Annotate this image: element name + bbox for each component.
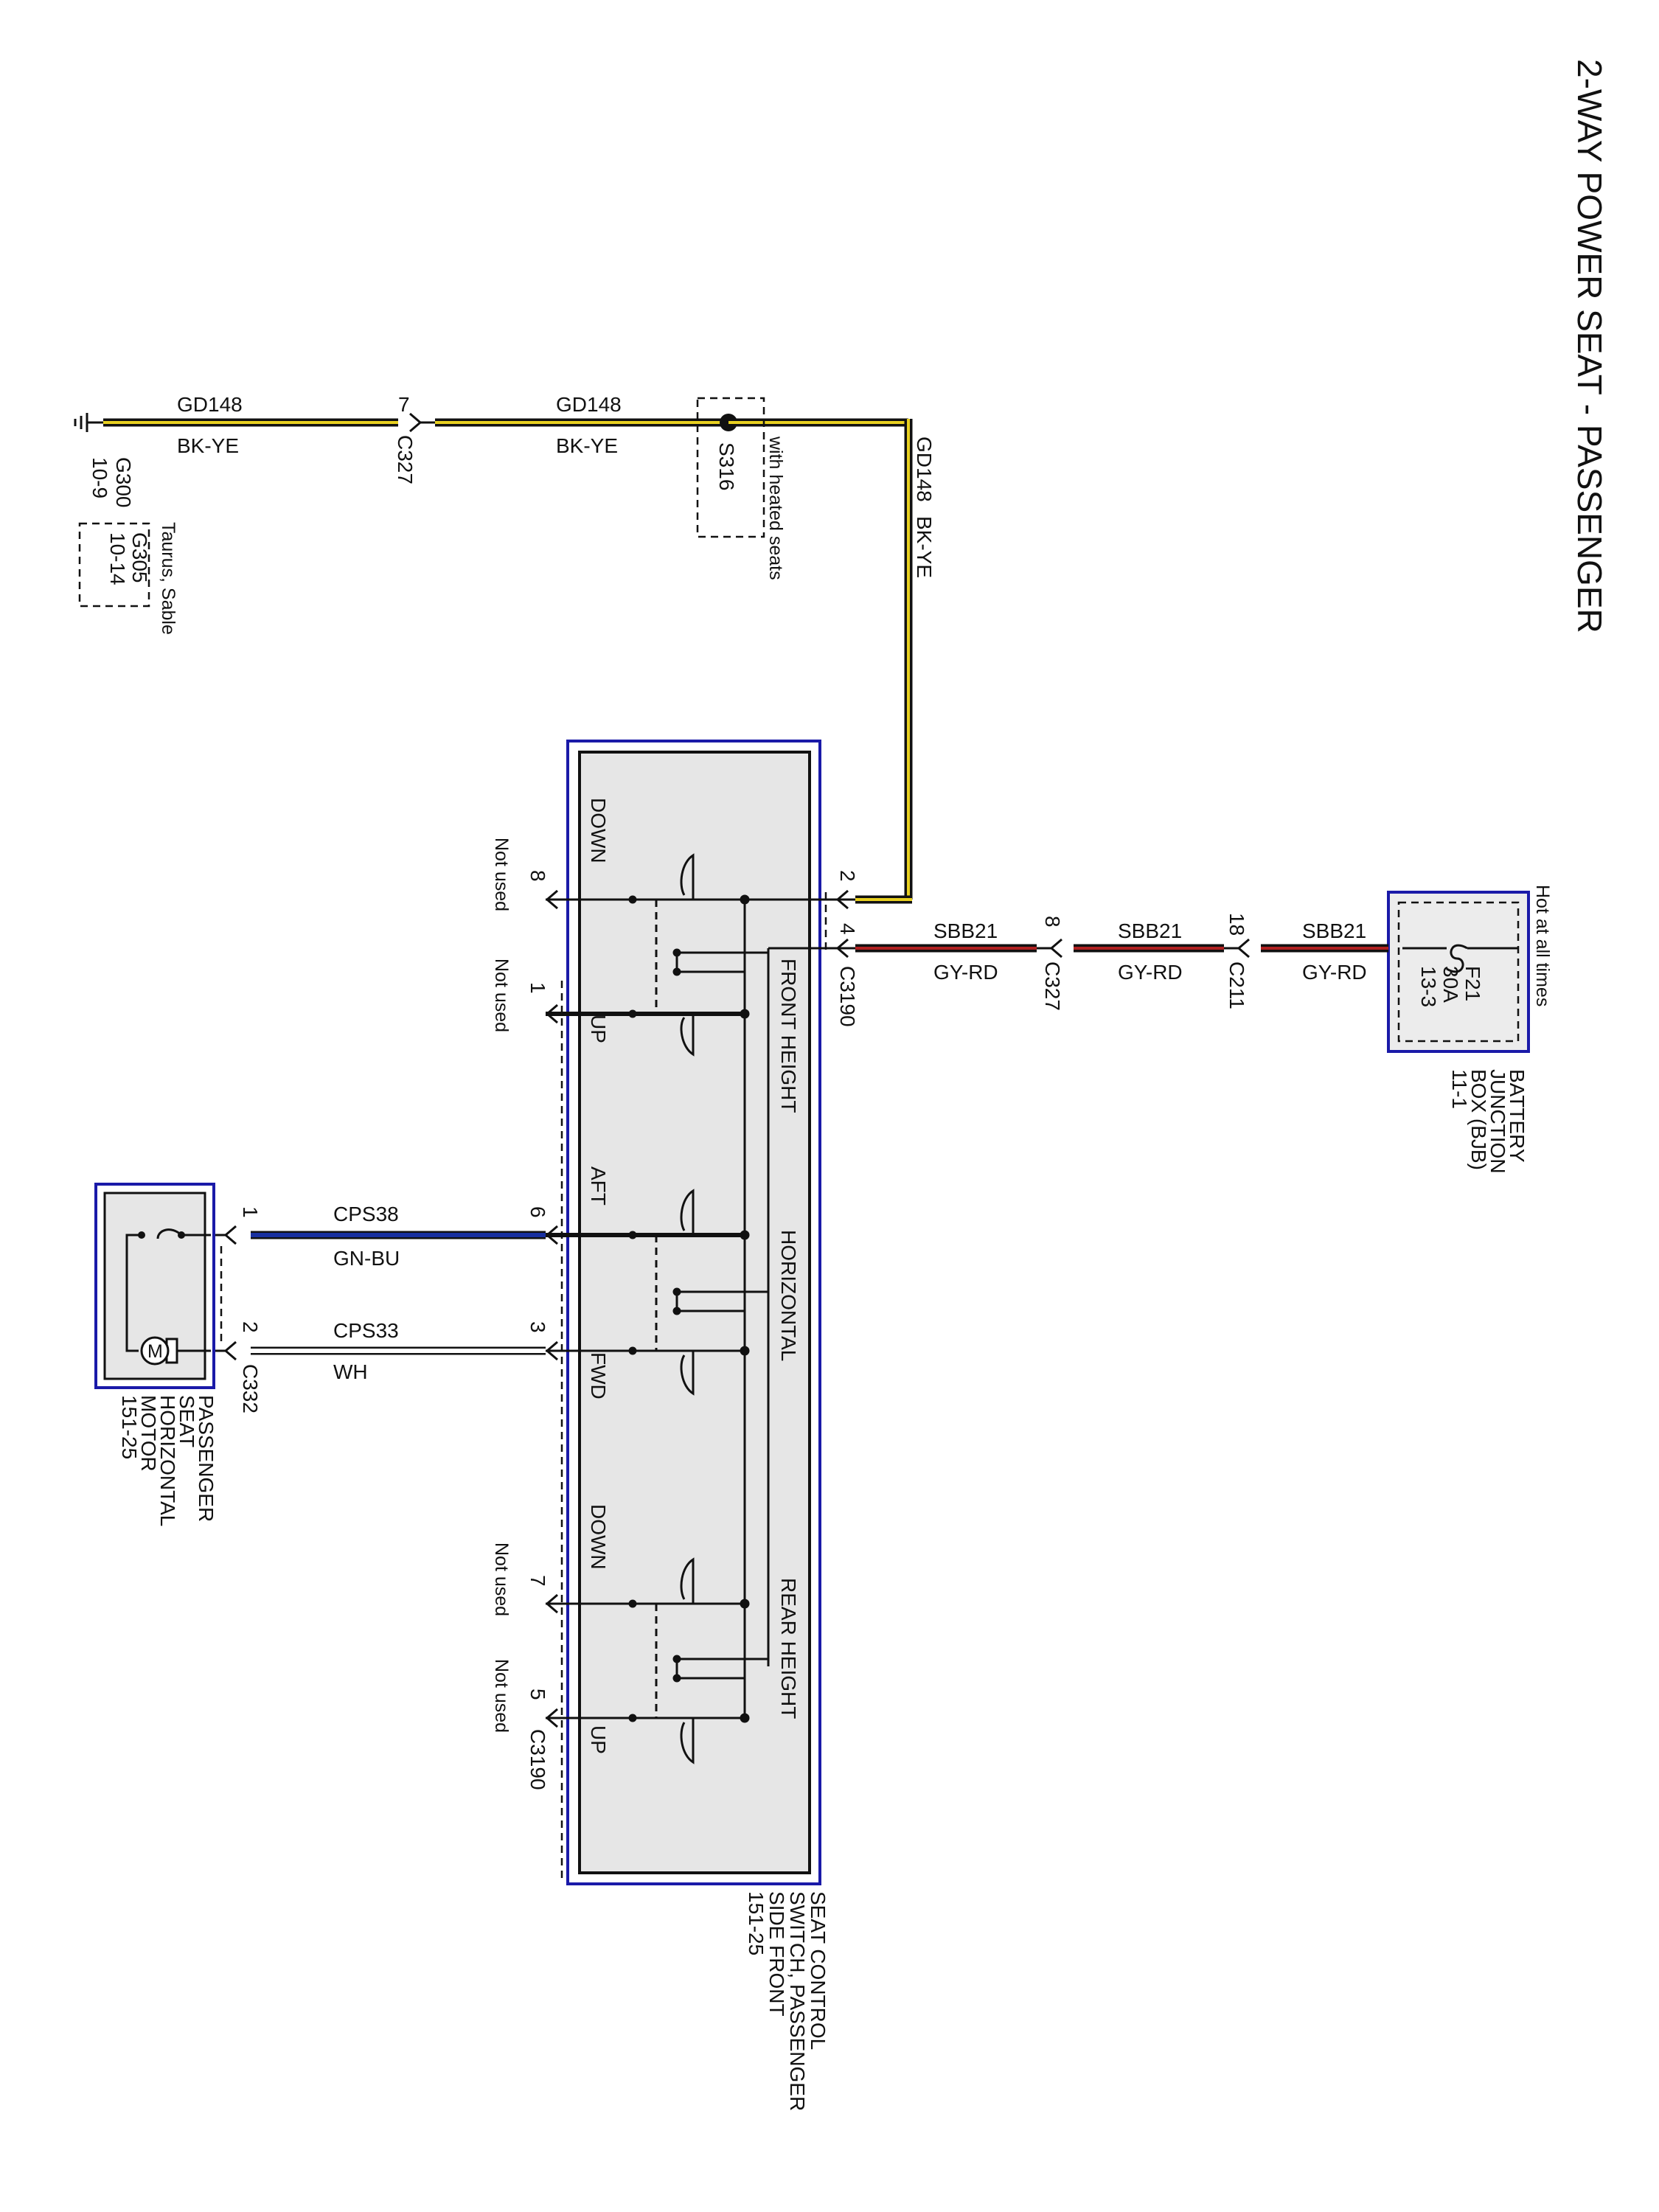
bjb-name-4: 11-1 bbox=[1448, 1069, 1471, 1109]
not-used-pin-7: Not used bbox=[491, 1543, 512, 1616]
motor-name-1: PASSENGER bbox=[195, 1395, 218, 1522]
bjb-name-3: BOX (BJB) bbox=[1467, 1069, 1490, 1170]
not-used-pin-5: Not used bbox=[491, 1659, 512, 1733]
wire-color-bk-ye-vertical: BK-YE bbox=[913, 516, 936, 578]
switch-horizontal bbox=[546, 1189, 768, 1396]
wire-label-gd148-vertical: GD148 bbox=[913, 437, 936, 502]
motor-circuit bbox=[94, 1183, 546, 1389]
wire-color-gy-rd-3: GY-RD bbox=[933, 961, 998, 984]
motor-symbol-letter: M bbox=[147, 1341, 163, 1362]
wire-label-sbb21-1: SBB21 bbox=[1302, 919, 1366, 942]
switch-name-3: SIDE FRONT bbox=[765, 1891, 788, 2017]
not-used-pin-1: Not used bbox=[491, 959, 512, 1032]
motor-name-4: MOTOR bbox=[137, 1395, 160, 1472]
ground-g305-label: G305 bbox=[128, 532, 151, 583]
switch-rear-height bbox=[546, 1557, 768, 1764]
motor-name-5: 151-25 bbox=[118, 1395, 141, 1459]
switch-name-4: 151-25 bbox=[745, 1891, 768, 1955]
ground-g300-ref: 10-9 bbox=[88, 457, 111, 498]
connector-c211-icon bbox=[1224, 938, 1250, 959]
connector-label-c3190-top: C3190 bbox=[836, 966, 859, 1027]
connector-c327-power-icon bbox=[1037, 938, 1062, 959]
connector-c327-ground-icon bbox=[409, 412, 435, 433]
switch-position-fwd: FWD bbox=[587, 1352, 610, 1399]
connector-label-c332: C332 bbox=[239, 1364, 262, 1413]
switch-section-front-height: FRONT HEIGHT bbox=[777, 959, 800, 1113]
seat-control-switch bbox=[545, 740, 855, 1885]
wire-color-gn-bu: GN-BU bbox=[333, 1247, 400, 1270]
not-used-pin-8: Not used bbox=[491, 838, 512, 911]
wire-label-gd148-2: GD148 bbox=[556, 393, 622, 416]
wire-label-sbb21-3: SBB21 bbox=[933, 919, 998, 942]
splice-s316-label: S316 bbox=[715, 442, 738, 490]
fuse-f21-ref: 13-3 bbox=[1417, 966, 1440, 1007]
motor-name-3: HORIZONTAL bbox=[156, 1395, 179, 1526]
switch-position-aft: AFT bbox=[587, 1166, 610, 1206]
connector-label-c3190-bottom: C3190 bbox=[526, 1729, 549, 1790]
motor-symbol-icon bbox=[140, 1336, 170, 1366]
switch-position-up-front: UP bbox=[587, 1015, 610, 1043]
connector-label-c211: C211 bbox=[1225, 961, 1248, 1009]
wire-label-cps33: CPS33 bbox=[333, 1319, 399, 1342]
ground-g305-note: Taurus, Sable bbox=[158, 522, 178, 635]
pin-c211: 18 bbox=[1225, 913, 1248, 936]
fuse-f21-amps: 30A bbox=[1439, 966, 1462, 1003]
pin-c3190-4: 4 bbox=[836, 923, 859, 935]
pin-c3190-8: 8 bbox=[526, 870, 549, 882]
switch-position-up-rear: UP bbox=[587, 1725, 610, 1754]
s316-option-box bbox=[696, 397, 765, 538]
wire-label-sbb21-2: SBB21 bbox=[1118, 919, 1182, 942]
wire-color-gy-rd-1: GY-RD bbox=[1302, 961, 1367, 984]
ground-g305-ref: 10-14 bbox=[106, 532, 129, 585]
switch-section-horizontal: HORIZONTAL bbox=[777, 1230, 800, 1361]
fuse-f21-label: F21 bbox=[1461, 966, 1484, 1001]
diagram-title: 2-WAY POWER SEAT - PASSENGER bbox=[1571, 59, 1609, 633]
motor-name-2: SEAT bbox=[175, 1395, 198, 1447]
switch-position-down-front: DOWN bbox=[587, 798, 610, 863]
pin-c3190-2: 2 bbox=[836, 870, 859, 882]
switch-position-down-rear: DOWN bbox=[587, 1504, 610, 1570]
pin-c327-ground: 7 bbox=[398, 393, 410, 416]
bjb-name-2: JUNCTION bbox=[1486, 1069, 1509, 1174]
ground-circuit bbox=[74, 397, 913, 904]
wire-color-bk-ye-2: BK-YE bbox=[556, 434, 618, 457]
pin-c332-1: 1 bbox=[239, 1206, 262, 1218]
pin-c3190-3: 3 bbox=[526, 1321, 549, 1333]
bjb-name-1: BATTERY bbox=[1506, 1069, 1528, 1163]
connector-label-c327-power: C327 bbox=[1041, 961, 1064, 1011]
pin-c3190-5: 5 bbox=[526, 1688, 549, 1700]
wire-color-gy-rd-2: GY-RD bbox=[1118, 961, 1183, 984]
switch-name-1: SEAT CONTROL bbox=[807, 1891, 830, 2050]
switch-name-2: SWITCH, PASSENGER bbox=[786, 1891, 809, 2111]
ground-g300-label: G300 bbox=[112, 457, 135, 508]
switch-section-rear-height: REAR HEIGHT bbox=[777, 1578, 800, 1719]
switch-front-height bbox=[546, 853, 768, 1057]
ground-symbol-icon bbox=[74, 413, 103, 432]
splice-s316-note: with heated seats bbox=[765, 436, 786, 580]
wire-label-cps38: CPS38 bbox=[333, 1203, 399, 1225]
pin-c3190-1: 1 bbox=[526, 982, 549, 994]
pin-c3190-7: 7 bbox=[526, 1575, 549, 1587]
power-note: Hot at all times bbox=[1532, 885, 1553, 1006]
connector-c332-icon bbox=[211, 1225, 237, 1361]
pin-c327-power: 8 bbox=[1041, 916, 1064, 928]
pin-c3190-6: 6 bbox=[526, 1206, 549, 1218]
connector-label-c327-ground: C327 bbox=[394, 435, 417, 484]
wire-color-wh: WH bbox=[333, 1360, 368, 1383]
wire-color-bk-ye-1: BK-YE bbox=[177, 434, 239, 457]
wire-label-gd148-1: GD148 bbox=[177, 393, 243, 416]
power-circuit bbox=[855, 891, 1530, 1053]
pin-c332-2: 2 bbox=[239, 1321, 262, 1333]
connector-c3190-symbols-icon bbox=[545, 889, 849, 1728]
